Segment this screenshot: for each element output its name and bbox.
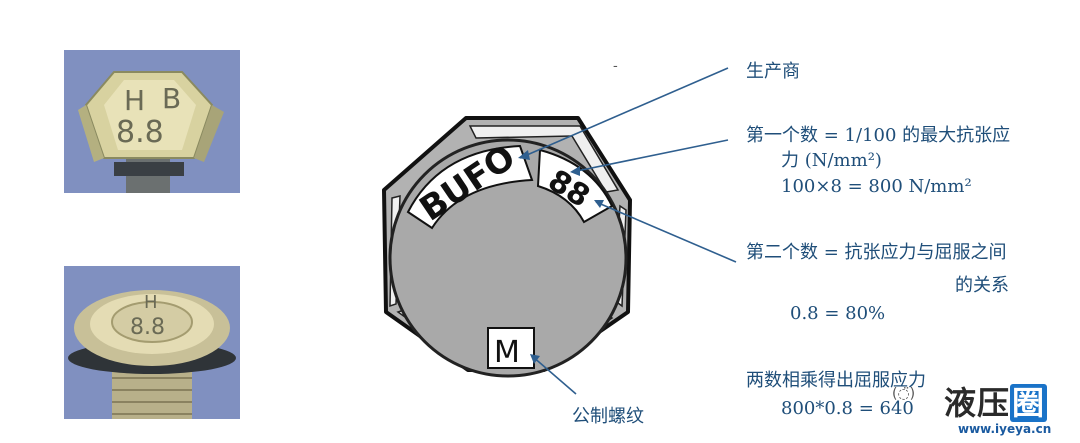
label-product-line2: 800*0.8 = 640 [781, 398, 914, 419]
grade-panel [536, 148, 614, 224]
manufacturer-panel [406, 144, 534, 230]
watermark: (◌̈) 液压圈 www.iyeya.cn [892, 378, 1080, 443]
bolt-photo-top: H B 8.8 [64, 50, 240, 193]
dash-mark: - [613, 58, 618, 74]
watermark-logo-char3: 圈 [1010, 384, 1048, 422]
wechat-icon: (◌̈) [892, 386, 916, 402]
label-first-number-line1: 第一个数 = 1/100 的最大抗张应 [746, 125, 1011, 146]
leader-manufacturer [519, 67, 729, 159]
watermark-logo: 液压圈 [944, 378, 1048, 424]
watermark-logo-char1: 液 [944, 384, 978, 422]
watermark-logo-char2: 压 [977, 384, 1011, 422]
label-second-number-line2: 的关系 [955, 275, 1009, 296]
photo-top-grade: 8.8 [116, 115, 164, 150]
label-first-number-line3: 100×8 = 800 N/mm² [781, 176, 972, 197]
label-first-number-line2: 力 (N/mm²) [781, 150, 882, 171]
leader-first-number [571, 139, 729, 173]
label-second-number-line3: 0.8 = 80% [790, 303, 886, 324]
label-manufacturer: 生产商 [746, 61, 800, 82]
leader-metric-thread [531, 355, 577, 395]
label-product-line1: 两数相乘得出屈服应力 [746, 370, 926, 391]
photo-top-b: B [162, 82, 181, 115]
bolt-photo-bottom: H 8.8 [64, 266, 240, 419]
label-metric-thread: 公制螺纹 [572, 406, 644, 427]
thread-mark: M [494, 335, 520, 370]
thread-panel [487, 327, 535, 369]
leader-second-number [595, 201, 737, 263]
label-second-number-line1: 第二个数 = 抗张应力与屈服之间 [746, 242, 1007, 263]
photo-bottom-grade: 8.8 [130, 315, 165, 340]
photo-bottom-h: H [144, 292, 158, 313]
watermark-url: www.iyeya.cn [958, 422, 1052, 436]
photo-top-h: H [124, 84, 145, 117]
